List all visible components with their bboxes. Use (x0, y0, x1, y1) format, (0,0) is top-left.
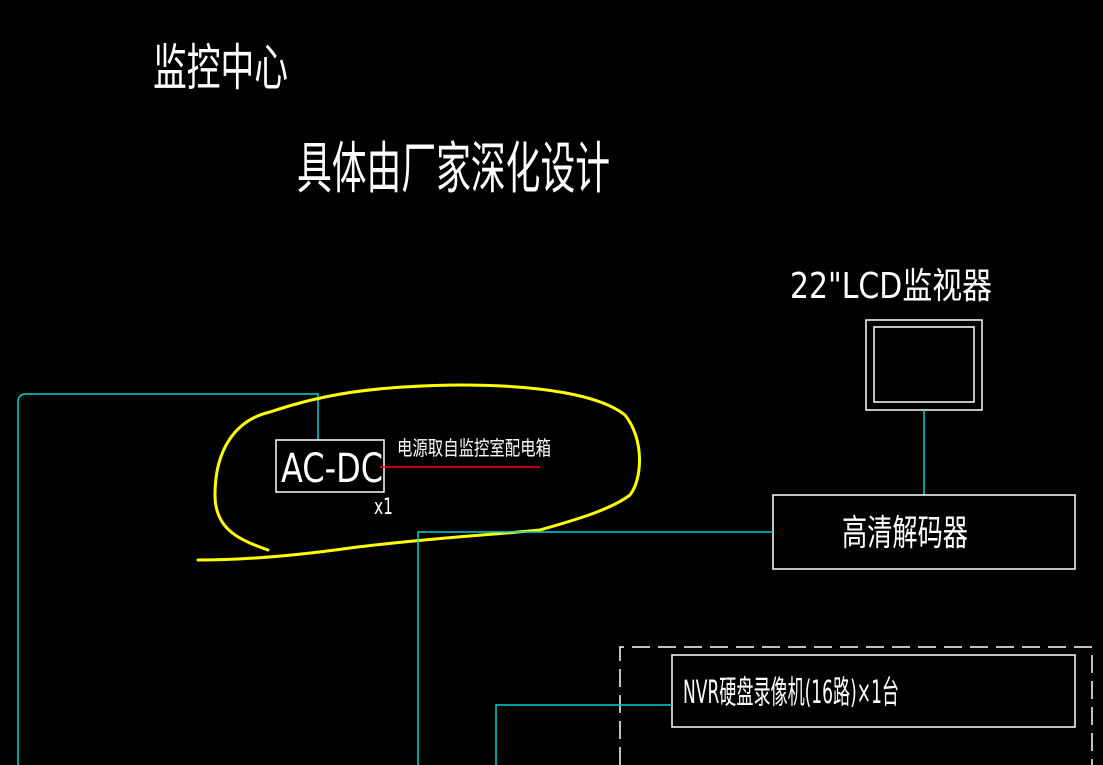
monitor-screen (873, 326, 975, 403)
monitor-outer-frame (865, 319, 983, 411)
nvr-label: NVR硬盘录像机(16路)×1台 (683, 673, 899, 711)
nvr-feed-wire (495, 704, 672, 765)
left-wire (17, 393, 319, 765)
highlight-annotation (196, 383, 641, 562)
decoder-label: 高清解码器 (842, 513, 968, 554)
monitor-label: 22"LCD监视器 (790, 266, 992, 307)
drawing-subtitle: 具体由厂家深化设计 (297, 137, 610, 202)
drawing-title: 监控中心 (153, 39, 288, 97)
decoder-feed-wire (417, 531, 773, 765)
nvr-box (671, 654, 1076, 728)
power-source-note: 电源取自监控室配电箱 (397, 436, 551, 460)
acdc-label: AC-DC (281, 446, 383, 492)
acdc-box (275, 439, 385, 493)
acdc-quantity: x1 (374, 495, 393, 520)
cabinet-dashed-outline (619, 646, 1093, 765)
